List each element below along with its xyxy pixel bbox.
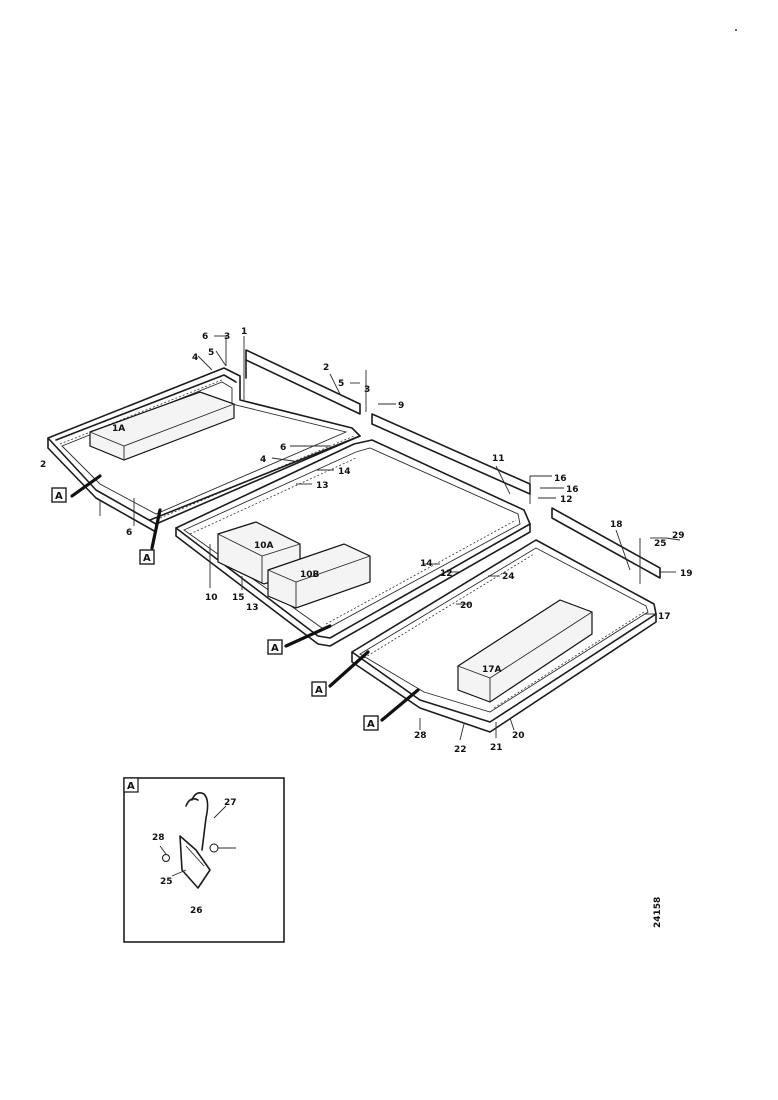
detail-markers: A A A A A <box>51 487 379 731</box>
callout-6-left: 6 <box>126 528 132 538</box>
callout-20-lower: 20 <box>512 731 525 741</box>
callout-13-lower: 13 <box>246 603 259 613</box>
callout-17a: 17A <box>482 665 502 675</box>
callout-13-upper: 13 <box>316 481 329 491</box>
callout-3-mid: 3 <box>364 385 370 395</box>
callout-5-top: 5 <box>208 348 214 358</box>
callout-18: 18 <box>610 520 623 530</box>
detail-marker-a-2: A <box>143 553 151 564</box>
detail-arrows <box>70 474 420 722</box>
detail-marker-a-1: A <box>55 491 63 502</box>
callout-29: 29 <box>672 531 685 541</box>
callout-22: 22 <box>454 745 467 755</box>
callout-14-lower: 14 <box>420 559 433 569</box>
leader-lines <box>99 335 681 741</box>
callout-12-right: 12 <box>560 495 573 505</box>
callout-21: 21 <box>490 743 503 753</box>
callout-14-upper: 14 <box>338 467 351 477</box>
detail-box-a: A 27 28 25 26 <box>123 777 285 943</box>
callout-15: 15 <box>232 593 245 603</box>
callout-25-detail: 25 <box>160 877 173 887</box>
callout-6-mid: 6 <box>280 443 286 453</box>
callout-4-top: 4 <box>192 353 198 363</box>
callout-12-lower: 12 <box>440 569 453 579</box>
callout-4-mid: 4 <box>260 455 266 465</box>
panel-1 <box>47 367 361 533</box>
callout-2-left: 2 <box>40 460 46 470</box>
callout-10b: 10B <box>300 570 320 580</box>
callout-10a: 10A <box>254 541 274 551</box>
callout-27: 27 <box>224 798 237 808</box>
callout-3-top: 3 <box>224 332 230 342</box>
callout-28-lower: 28 <box>414 731 427 741</box>
detail-box-label: A <box>127 781 135 792</box>
callout-1a: 1A <box>112 424 125 434</box>
detail-marker-a-3: A <box>271 643 279 654</box>
detail-marker-a-5: A <box>367 719 375 730</box>
callout-16-top: 16 <box>554 474 567 484</box>
callout-10: 10 <box>205 593 218 603</box>
callout-16-mid: 16 <box>566 485 579 495</box>
callout-1: 1 <box>241 327 247 337</box>
side-rail-upper <box>245 349 661 579</box>
callout-17: 17 <box>658 612 671 622</box>
callout-11: 11 <box>492 454 505 464</box>
detail-marker-a-4: A <box>315 685 323 696</box>
callout-28-detail: 28 <box>152 833 165 843</box>
scan-speck <box>735 29 737 31</box>
callouts: 6 3 1 5 4 2 5 3 9 1A 6 4 14 13 2 6 11 16… <box>40 327 693 755</box>
callout-20-mid: 20 <box>460 601 473 611</box>
callout-5-mid: 5 <box>338 379 344 389</box>
panel-3 <box>351 539 657 733</box>
callout-25: 25 <box>654 539 667 549</box>
callout-9: 9 <box>398 401 404 411</box>
callout-6-top: 6 <box>202 332 208 342</box>
callout-24: 24 <box>502 572 515 582</box>
callout-2-top: 2 <box>323 363 329 373</box>
callout-19: 19 <box>680 569 693 579</box>
panel-2 <box>175 439 531 647</box>
drawing-number: 24158 <box>653 897 663 928</box>
callout-26: 26 <box>190 906 203 916</box>
